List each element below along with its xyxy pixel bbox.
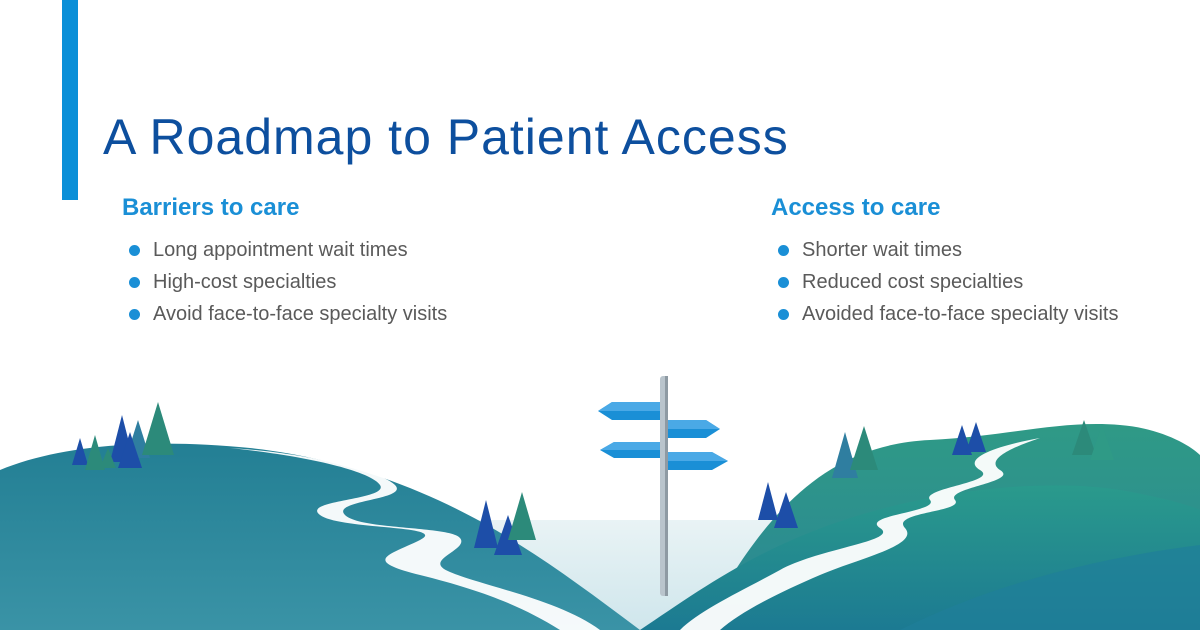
access-list: Shorter wait times Reduced cost specialt…: [771, 234, 1118, 330]
list-item: Shorter wait times: [771, 234, 1118, 266]
list-item: Avoid face-to-face specialty visits: [122, 298, 447, 330]
list-item: Avoided face-to-face specialty visits: [771, 298, 1118, 330]
signpost-icon: [598, 376, 728, 596]
list-item-label: Long appointment wait times: [153, 238, 408, 261]
list-item: Long appointment wait times: [122, 234, 447, 266]
bullet-icon: [778, 244, 789, 256]
barriers-heading: Barriers to care: [122, 194, 300, 221]
list-item: High-cost specialties: [122, 266, 447, 298]
bullet-icon: [129, 244, 140, 256]
access-heading: Access to care: [771, 194, 941, 221]
list-item-label: Shorter wait times: [802, 238, 963, 261]
winding-road-icon: [680, 438, 1040, 630]
pine-tree-icon: [758, 420, 1114, 528]
list-item-label: High-cost specialties: [153, 270, 337, 293]
bullet-icon: [778, 308, 789, 320]
winding-road-icon: [230, 448, 600, 630]
landscape-illustration: [0, 376, 1200, 630]
bullet-icon: [129, 308, 140, 320]
barriers-column: Barriers to care Long appointment wait t…: [122, 194, 447, 330]
pine-tree-icon: [72, 402, 174, 470]
accent-bar: [62, 0, 78, 200]
pine-tree-icon: [474, 492, 536, 555]
list-item-label: Avoided face-to-face specialty visits: [802, 302, 1119, 325]
list-item-label: Reduced cost specialties: [802, 270, 1024, 293]
page-title: A Roadmap to Patient Access: [103, 109, 789, 165]
list-item-label: Avoid face-to-face specialty visits: [153, 302, 448, 325]
access-column: Access to care Shorter wait times Reduce…: [771, 194, 1118, 330]
barriers-list: Long appointment wait times High-cost sp…: [122, 234, 447, 330]
right-hill-front: [900, 545, 1200, 630]
bullet-icon: [129, 276, 140, 288]
bullet-icon: [778, 276, 789, 288]
list-item: Reduced cost specialties: [771, 266, 1118, 298]
